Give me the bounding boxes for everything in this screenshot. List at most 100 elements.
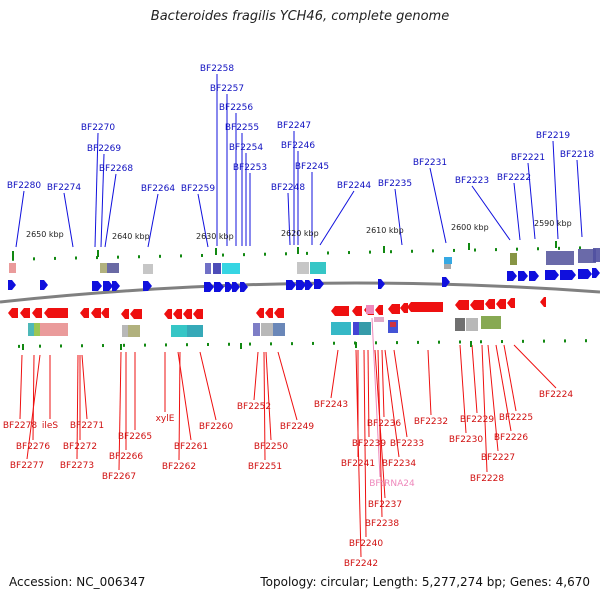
reverse-gene-arrow bbox=[44, 308, 68, 318]
lower-tick bbox=[543, 339, 545, 343]
forward-gene-arrow bbox=[143, 281, 152, 291]
top-connector bbox=[576, 159, 583, 238]
scale-tick-label: 2650 kbp bbox=[26, 230, 64, 239]
top-gene-label: BF2274 bbox=[47, 183, 82, 193]
upper-tick bbox=[75, 256, 77, 260]
bottom-connector bbox=[393, 349, 408, 438]
bottom-connector bbox=[381, 349, 385, 418]
upper-tick bbox=[411, 249, 413, 253]
upper-tick bbox=[537, 247, 539, 251]
lower-tick bbox=[249, 342, 251, 346]
forward-gene-arrow bbox=[103, 281, 113, 291]
reverse-gene-arrow bbox=[407, 302, 443, 312]
lower-tick bbox=[522, 339, 524, 343]
top-gene-label: BF2269 bbox=[87, 144, 122, 154]
bottom-connector bbox=[495, 344, 512, 432]
bottom-connector bbox=[503, 344, 517, 412]
forward-gene-arrow bbox=[442, 277, 450, 287]
top-gene-label: BF2218 bbox=[560, 150, 595, 160]
reverse-gene-arrow bbox=[470, 300, 484, 310]
annotation-block bbox=[353, 322, 359, 335]
upper-tick bbox=[306, 251, 308, 255]
major-tick bbox=[555, 241, 557, 248]
scale-tick-label: 2630 kbp bbox=[196, 232, 234, 241]
reverse-gene-arrow bbox=[331, 306, 349, 316]
forward-gene-arrow bbox=[545, 270, 559, 280]
reverse-gene-arrow bbox=[20, 308, 30, 318]
upper-tick bbox=[12, 257, 14, 261]
annotation-block bbox=[273, 323, 285, 336]
bottom-connector bbox=[427, 349, 432, 416]
top-connector bbox=[287, 192, 291, 246]
reverse-gene-arrow bbox=[455, 300, 469, 310]
lower-tick bbox=[144, 343, 146, 347]
bottom-connector bbox=[487, 344, 499, 452]
bottom-gene-label: BF2239 bbox=[352, 439, 387, 449]
annotation-block bbox=[466, 318, 478, 331]
top-gene-label: BF2258 bbox=[200, 64, 235, 74]
top-gene-label: BF2280 bbox=[7, 181, 42, 191]
scale-tick-label: 2620 kbp bbox=[281, 229, 319, 238]
bottom-gene-label: BF2249 bbox=[280, 422, 315, 432]
lower-tick bbox=[396, 341, 398, 345]
lower-tick bbox=[123, 343, 125, 347]
annotation-block bbox=[143, 264, 153, 274]
bottom-connector bbox=[178, 351, 181, 461]
lower-tick bbox=[228, 342, 230, 346]
upper-tick bbox=[558, 246, 560, 250]
forward-gene-arrow bbox=[8, 280, 16, 290]
annotation-block bbox=[187, 325, 203, 337]
reverse-gene-arrow bbox=[91, 308, 101, 318]
reverse-gene-arrow bbox=[540, 297, 546, 307]
annotation-block bbox=[34, 323, 40, 336]
bottom-gene-label: BF2278 bbox=[3, 421, 38, 431]
forward-gene-arrow bbox=[314, 279, 324, 289]
bottom-gene-label: BF2265 bbox=[118, 432, 152, 442]
bottom-gene-label: ileS bbox=[42, 421, 59, 431]
annotation-block bbox=[122, 325, 128, 337]
bottom-gene-label: BF2271 bbox=[70, 421, 104, 431]
major-tick bbox=[120, 344, 122, 350]
upper-tick bbox=[117, 255, 119, 259]
lower-tick bbox=[18, 344, 20, 348]
reverse-gene-arrow bbox=[8, 308, 18, 318]
top-gene-label: BF2270 bbox=[81, 123, 116, 133]
forward-gene-arrow bbox=[225, 282, 233, 292]
lower-tick bbox=[438, 340, 440, 344]
major-tick bbox=[215, 248, 217, 255]
label-connectors bbox=[15, 74, 583, 558]
reverse-gene-arrow bbox=[32, 308, 42, 318]
upper-tick bbox=[369, 250, 371, 254]
top-gene-label: BF2246 bbox=[281, 141, 316, 151]
upper-tick bbox=[222, 253, 224, 257]
top-gene-label: BF2223 bbox=[455, 176, 489, 186]
accession-text: Accession: NC_006347 bbox=[9, 575, 146, 589]
top-gene-label: BF2248 bbox=[271, 183, 306, 193]
annotation-block bbox=[128, 325, 140, 337]
forward-gene-arrow bbox=[240, 282, 248, 292]
upper-tick bbox=[201, 253, 203, 257]
genome-summary-text: Topology: circular; Length: 5,277,274 bp… bbox=[260, 575, 590, 589]
lower-tick bbox=[417, 340, 419, 344]
upper-tick bbox=[264, 252, 266, 256]
bottom-connector bbox=[263, 351, 266, 461]
forward-gene-arrow bbox=[507, 271, 517, 281]
upper-tick bbox=[474, 248, 476, 252]
major-tick bbox=[12, 251, 14, 258]
forward-gene-arrow bbox=[578, 269, 592, 279]
top-connector bbox=[94, 132, 99, 248]
scale-tick-label: 2600 kbp bbox=[451, 223, 489, 232]
reverse-gene-arrow bbox=[193, 309, 203, 319]
bottom-gene-label: BF2250 bbox=[254, 442, 289, 452]
forward-gene-arrow bbox=[529, 271, 539, 281]
reverse-gene-arrow bbox=[352, 306, 362, 316]
forward-gene-arrow bbox=[40, 280, 48, 290]
reverse-gene-arrow bbox=[183, 309, 192, 319]
lower-tick bbox=[333, 341, 335, 345]
bottom-gene-label: BF2228 bbox=[470, 474, 505, 484]
bottom-gene-label: BF2226 bbox=[494, 433, 529, 443]
bottom-connector bbox=[330, 349, 339, 399]
top-connector bbox=[104, 173, 117, 248]
bottom-gene-label: BF2229 bbox=[460, 415, 495, 425]
major-tick bbox=[97, 250, 99, 257]
